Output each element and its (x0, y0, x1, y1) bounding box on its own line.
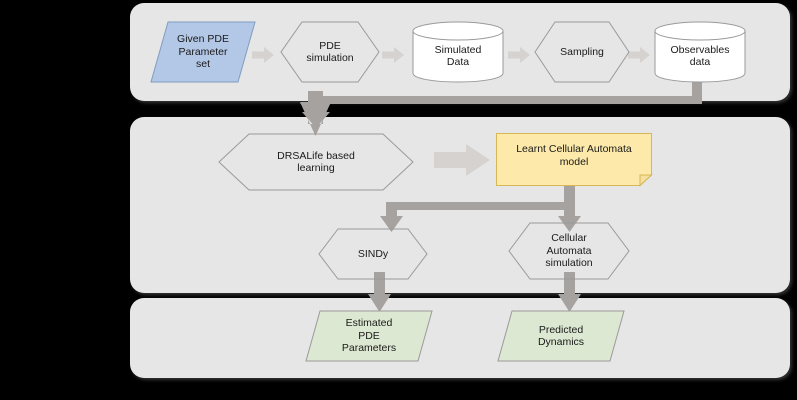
arrow-sampling-to-observables (628, 47, 650, 63)
arrow-pde-simulation-to-simulated-data (382, 47, 404, 63)
results-panel (130, 298, 790, 378)
arrow-drsalife-to-learnt-model (434, 144, 490, 176)
node-cellular-automata-simulation[interactable]: Cellular Automata simulation (508, 222, 630, 280)
node-learnt-cellular-automata-model[interactable]: Learnt Cellular Automata model (496, 133, 653, 187)
arrow-observables-to-drsalife (300, 78, 710, 138)
node-estimated-pde-parameters[interactable]: Estimated PDE Parameters (305, 310, 433, 362)
arrow-sindy-to-estimated-parameters (368, 272, 398, 316)
node-observables-data[interactable]: Observables data (654, 21, 746, 83)
arrow-learnt-model-to-ca-simulation (558, 186, 588, 236)
node-sindy[interactable]: SINDy (318, 228, 428, 280)
arrow-params-to-pde-simulation (252, 47, 274, 63)
node-drsalife-based-learning[interactable]: DRSALife based learning (218, 133, 414, 191)
node-predicted-dynamics[interactable]: Predicted Dynamics (497, 310, 625, 362)
node-given-pde-parameter-set[interactable]: Given PDE Parameter set (150, 21, 256, 83)
node-simulated-data[interactable]: Simulated Data (412, 21, 504, 83)
node-pde-simulation[interactable]: PDE simulation (280, 21, 380, 83)
node-sampling[interactable]: Sampling (534, 21, 630, 83)
arrow-ca-simulation-to-predicted-dynamics (558, 272, 588, 316)
arrow-simulated-data-to-sampling (508, 47, 530, 63)
